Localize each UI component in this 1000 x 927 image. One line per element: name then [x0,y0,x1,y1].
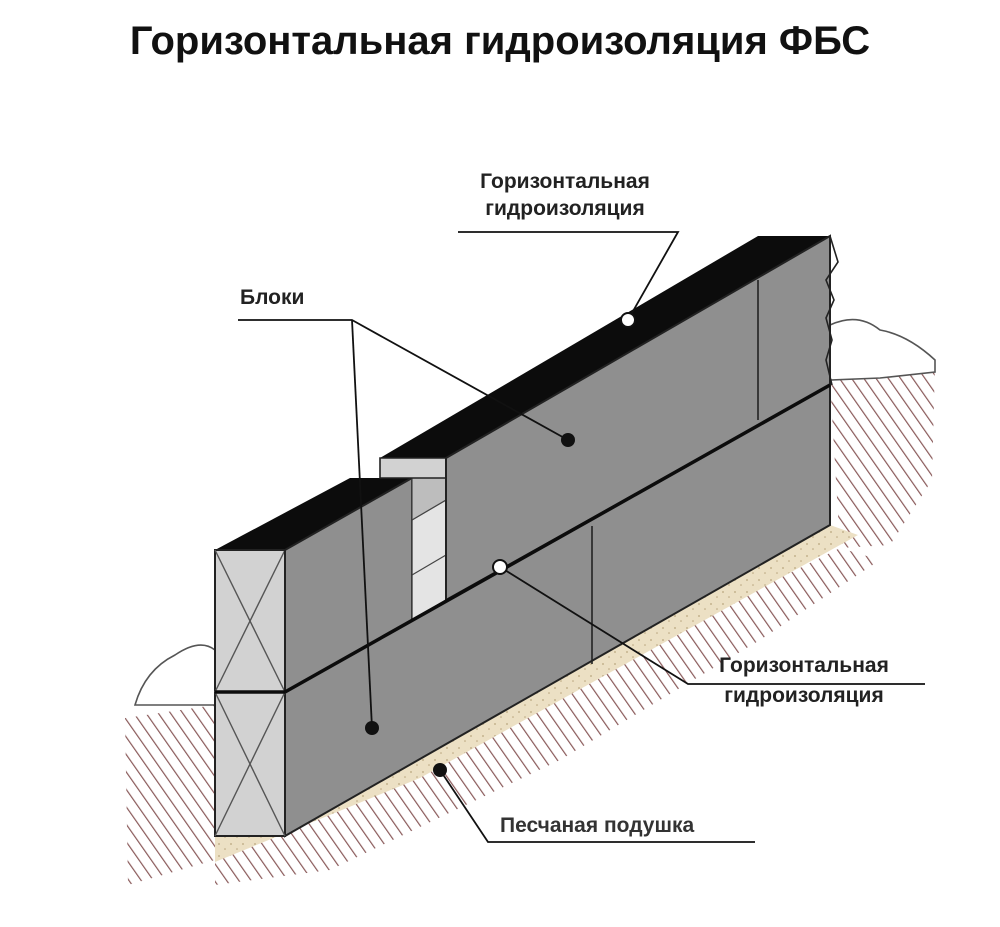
marker-block-lower [365,721,379,735]
label-mid-waterproofing-line2: гидроизоляция [724,684,883,707]
gap-joint-2 [411,554,447,576]
upper-end-cross-b [214,549,286,693]
block-gap [411,456,447,622]
upper-right-end-face [379,457,447,479]
marker-block-upper [561,433,575,447]
soil-right [830,362,935,548]
marker-sand [433,763,447,777]
soil-bottom [215,548,880,885]
leader-blocks-2 [351,319,373,729]
backfill-left [133,644,216,706]
page-title: Горизонтальная гидроизоляция ФБС [130,19,870,63]
marker-top-waterproofing [620,312,636,328]
leader-sand [439,769,755,843]
backfill-right [829,318,936,381]
upper-left-block [214,476,413,694]
backfill [133,318,936,706]
leader-mid-waterproofing [499,566,925,685]
soil [125,362,935,885]
upper-right-top-face [380,236,830,458]
label-blocks: Блоки [240,286,304,309]
label-top-waterproofing-line1: Горизонтальная [480,170,650,193]
label-mid-waterproofing-line1: Горизонтальная [719,654,889,677]
leader-top-waterproofing [458,231,680,321]
leader-lines [238,231,925,843]
soil-left [125,705,215,885]
markers [365,312,636,777]
label-top-waterproofing-line2: гидроизоляция [485,197,644,220]
broken-edge [825,235,839,386]
lower-end-cross-b [214,691,286,837]
marker-mid-waterproofing [492,559,508,575]
waterproofing-line [284,383,831,694]
upper-left-top-face [215,478,412,550]
label-sand-cushion: Песчаная подушка [500,814,694,837]
